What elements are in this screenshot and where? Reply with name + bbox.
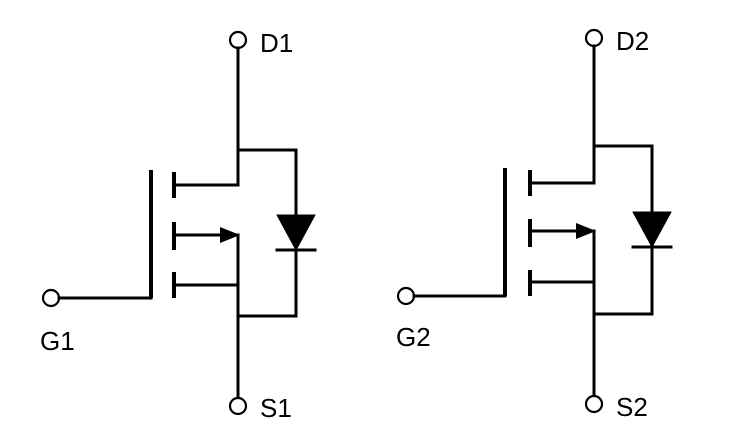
body-diode-q1 bbox=[276, 214, 316, 252]
drain-terminal-q2[interactable] bbox=[584, 28, 604, 48]
source-label-q2: S2 bbox=[616, 392, 648, 422]
mosfet-q2: D2 G2 S2 bbox=[396, 26, 673, 422]
mosfet-q1: D1 G1 S1 bbox=[40, 28, 317, 423]
body-arrow-head-q1 bbox=[220, 227, 240, 243]
body-diode-q2 bbox=[632, 211, 672, 249]
source-terminal-q1[interactable] bbox=[228, 396, 248, 416]
drain-label-q1: D1 bbox=[260, 28, 293, 58]
gate-label-q1: G1 bbox=[40, 326, 75, 356]
drain-label-q2: D2 bbox=[616, 26, 649, 56]
gate-terminal-q1[interactable] bbox=[41, 288, 61, 308]
gate-terminal-q2[interactable] bbox=[396, 286, 416, 306]
body-arrow-head-q2 bbox=[576, 223, 596, 239]
source-label-q1: S1 bbox=[260, 393, 292, 423]
gate-label-q2: G2 bbox=[396, 322, 431, 352]
drain-terminal-q1[interactable] bbox=[228, 30, 248, 50]
source-terminal-q2[interactable] bbox=[584, 394, 604, 414]
